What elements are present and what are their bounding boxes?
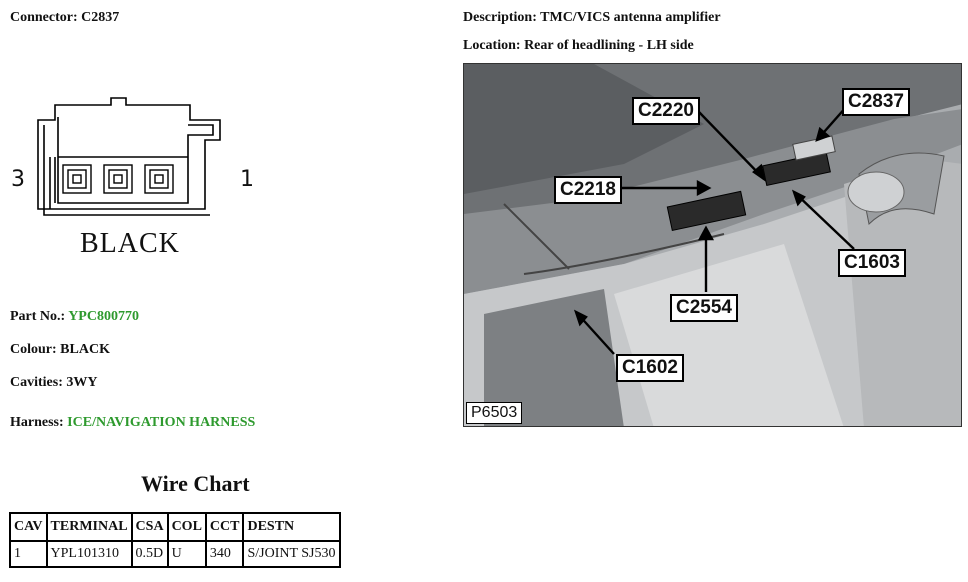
header-col: COL [166,512,207,542]
vehicle-interior-illustration [464,64,961,426]
colour-line: Colour: BLACK [10,342,110,358]
cell-cct: 340 [204,540,245,568]
cell-col: U [166,540,207,568]
harness-value[interactable]: ICE/NAVIGATION HARNESS [67,415,256,430]
header-cav: CAV [9,512,48,542]
connector-face-diagram: 3 1 BLACK [8,95,254,280]
header-destn: DESTN [242,512,341,542]
cell-cav: 1 [9,540,48,568]
header-terminal: TERMINAL [45,512,133,542]
wire-chart-header-row: CAV TERMINAL CSA COL CCT DESTN [9,512,341,542]
callout-c2554: C2554 [670,294,738,322]
connector-value: C2837 [81,10,120,25]
callout-c1602: C1602 [616,354,684,382]
part-number-line: Part No.: YPC800770 [10,309,139,325]
cavity-3 [62,164,92,194]
cavities-value: 3WY [66,375,98,390]
cavities-label: Cavities: [10,375,63,390]
table-row: 1 YPL101310 0.5D U 340 S/JOINT SJ530 [9,540,341,568]
cavity-2 [103,164,133,194]
connector-outline-svg [37,97,221,216]
cavities-line: Cavities: 3WY [10,375,98,391]
photo-reference: P6503 [466,402,523,424]
location-photo: C2220 C2837 C2218 C1603 C2554 C1602 P650… [463,63,962,427]
cell-terminal: YPL101310 [45,540,133,568]
header-cct: CCT [204,512,245,542]
location-value: Rear of headlining - LH side [524,38,694,53]
pin-label-left: 3 [11,167,25,192]
location-label: Location: [463,38,521,53]
callout-c2218: C2218 [554,176,622,204]
cavity-1 [144,164,174,194]
callout-c2837: C2837 [842,88,910,116]
description-label: Description: [463,10,537,25]
cell-csa: 0.5D [130,540,169,568]
colour-label: Colour: [10,342,57,357]
colour-value: BLACK [60,342,110,357]
harness-line: Harness: ICE/NAVIGATION HARNESS [10,415,255,431]
wire-chart-title: Wire Chart [141,471,250,496]
pin-label-right: 1 [240,167,254,192]
description-value: TMC/VICS antenna amplifier [540,10,721,25]
header-csa: CSA [130,512,169,542]
connector-colour-text: BLACK [80,228,180,259]
callout-c2220: C2220 [632,97,700,125]
connector-line: Connector: C2837 [10,10,119,26]
part-number-value[interactable]: YPC800770 [68,309,139,324]
part-number-label: Part No.: [10,309,66,324]
description-line: Description: TMC/VICS antenna amplifier [463,10,721,26]
location-line: Location: Rear of headlining - LH side [463,38,694,54]
cell-destn: S/JOINT SJ530 [242,540,341,568]
callout-c1603: C1603 [838,249,906,277]
harness-label: Harness: [10,415,64,430]
wire-chart-table: CAV TERMINAL CSA COL CCT DESTN 1 YPL1013… [9,512,341,568]
connector-label: Connector: [10,10,78,25]
